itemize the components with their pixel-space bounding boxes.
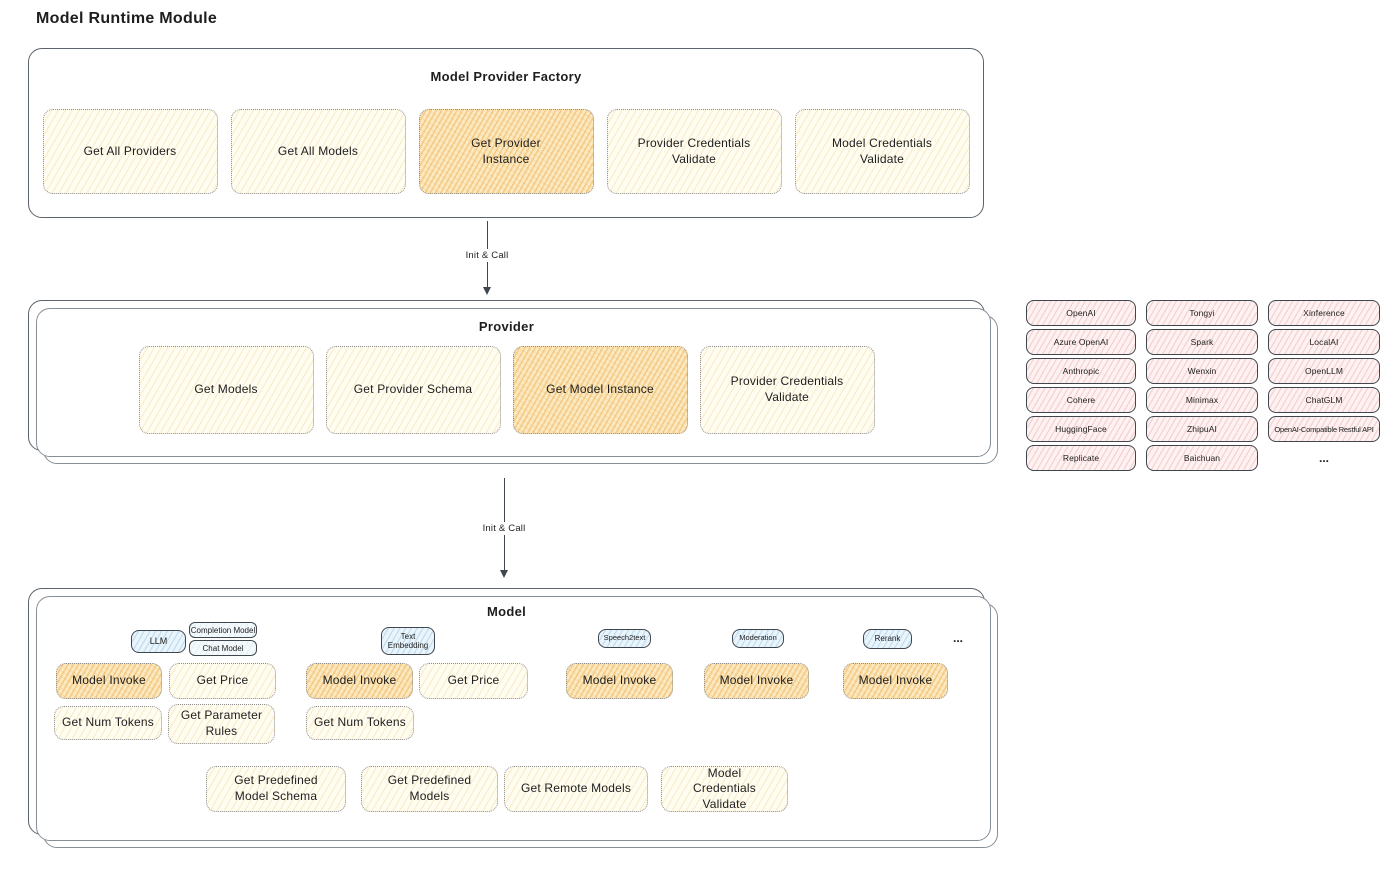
provider-pill-localai: LocalAI: [1268, 329, 1380, 355]
provider-pill-baichuan: Baichuan: [1146, 445, 1258, 471]
provider-list-ellipsis: ...: [1318, 451, 1329, 465]
arrow-head-icon: [500, 570, 508, 578]
provider-pill-huggingface: HuggingFace: [1026, 416, 1136, 442]
provider-pill-minimax: Minimax: [1146, 387, 1258, 413]
node-provider-credentials-validate-2: Provider Credentials Validate: [699, 346, 875, 434]
arrow-init-call-1: Init & Call: [447, 221, 527, 295]
node-get-predefined-models: Get Predefined Models: [361, 766, 498, 812]
node-model-credentials-validate: Model Credentials Validate: [794, 109, 970, 194]
provider-row: Get Models Get Provider Schema Get Model…: [29, 346, 984, 434]
node-get-all-providers: Get All Providers: [42, 109, 218, 194]
provider-pill-wenxin: Wenxin: [1146, 358, 1258, 384]
node-te-model-invoke: Model Invoke: [306, 663, 413, 699]
node-get-models: Get Models: [138, 346, 314, 434]
provider-pill-tongyi: Tongyi: [1146, 300, 1258, 326]
node-get-predefined-model-schema: Get Predefined Model Schema: [206, 766, 346, 812]
node-moderation-model-invoke: Model Invoke: [704, 663, 809, 699]
provider-pill-openai: OpenAI: [1026, 300, 1136, 326]
provider-pill-zhipuai: ZhipuAI: [1146, 416, 1258, 442]
node-get-provider-schema: Get Provider Schema: [325, 346, 501, 434]
tabs-ellipsis: ...: [953, 631, 964, 645]
provider-pill-openai-compatible: OpenAI-Compatible Restful API: [1268, 416, 1380, 442]
tab-llm: LLM: [131, 630, 186, 653]
provider-section: Provider Get Models Get Provider Schema …: [28, 300, 998, 464]
tab-chat-model: Chat Model: [189, 640, 257, 656]
model-section: Model LLM Completion Model Chat Model Te…: [28, 588, 998, 848]
factory-section: Model Provider Factory Get All Providers…: [28, 48, 984, 218]
tab-completion-model: Completion Model: [189, 622, 257, 638]
provider-pill-xinference: Xinference: [1268, 300, 1380, 326]
node-get-model-instance: Get Model Instance: [512, 346, 688, 434]
tab-text-embedding: Text Embedding: [381, 627, 435, 655]
node-s2t-model-invoke: Model Invoke: [566, 663, 673, 699]
factory-row: Get All Providers Get All Models Get Pro…: [29, 109, 983, 194]
node-get-remote-models: Get Remote Models: [504, 766, 648, 812]
node-llm-get-num-tokens: Get Num Tokens: [54, 706, 162, 740]
provider-pill-anthropic: Anthropic: [1026, 358, 1136, 384]
model-title: Model: [486, 604, 527, 619]
node-get-provider-instance: Get Provider Instance: [418, 109, 594, 194]
arrow-head-icon: [483, 287, 491, 295]
node-te-get-price: Get Price: [419, 663, 528, 699]
node-provider-credentials-validate: Provider Credentials Validate: [606, 109, 782, 194]
provider-pill-spark: Spark: [1146, 329, 1258, 355]
tab-speech2text: Speech2text: [598, 629, 651, 648]
tab-moderation: Moderation: [732, 629, 784, 648]
arrow-label: Init & Call: [461, 249, 513, 262]
provider-pill-replicate: Replicate: [1026, 445, 1136, 471]
provider-pill-cohere: Cohere: [1026, 387, 1136, 413]
node-rerank-model-invoke: Model Invoke: [843, 663, 948, 699]
provider-list: OpenAI Tongyi Xinference Azure OpenAI Sp…: [1026, 300, 1380, 471]
page-title: Model Runtime Module: [36, 10, 218, 27]
arrow-label: Init & Call: [478, 522, 530, 535]
tab-rerank: Rerank: [863, 629, 912, 649]
node-model-credentials-validate-2: Model Credentials Validate: [661, 766, 788, 812]
node-llm-get-price: Get Price: [169, 663, 276, 699]
node-llm-model-invoke: Model Invoke: [56, 663, 162, 699]
node-te-get-num-tokens: Get Num Tokens: [306, 706, 414, 740]
arrow-init-call-2: Init & Call: [464, 478, 544, 578]
provider-pill-azure-openai: Azure OpenAI: [1026, 329, 1136, 355]
node-get-all-models: Get All Models: [230, 109, 406, 194]
provider-title: Provider: [478, 319, 535, 334]
provider-pill-openllm: OpenLLM: [1268, 358, 1380, 384]
factory-title: Model Provider Factory: [430, 69, 582, 84]
provider-pill-chatglm: ChatGLM: [1268, 387, 1380, 413]
node-llm-get-parameter-rules: Get Parameter Rules: [168, 704, 275, 744]
